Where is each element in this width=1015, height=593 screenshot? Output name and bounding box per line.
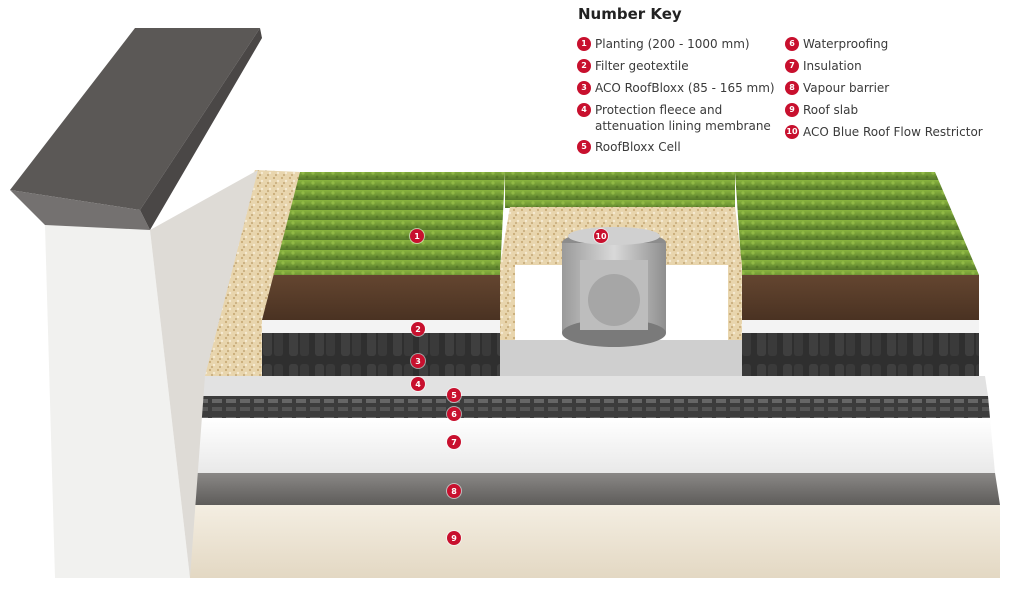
diagram-marker-3: 3	[411, 354, 425, 368]
gravel-chamber-right	[728, 265, 742, 345]
diagram-marker-5: 5	[447, 388, 461, 402]
number-badge: 5	[577, 140, 591, 154]
number-key-label: Protection fleece and attenuation lining…	[595, 103, 771, 133]
diagram-marker-6: 6	[447, 407, 461, 421]
number-key-item: 6 Waterproofing	[785, 36, 995, 52]
roof-slab-layer	[185, 505, 1000, 578]
number-key-item: 2 Filter geotextile	[577, 58, 787, 74]
diagram-marker-1: 1	[410, 229, 424, 243]
number-key-item: 1 Planting (200 - 1000 mm)	[577, 36, 787, 52]
gravel-strip-left	[205, 170, 300, 376]
number-badge: 9	[785, 103, 799, 117]
filter-geotextile-left	[262, 320, 500, 333]
number-key-label: Filter geotextile	[595, 59, 689, 73]
vapour-barrier-layer	[185, 473, 1000, 505]
number-key-label: ACO Blue Roof Flow Restrictor	[803, 125, 983, 139]
number-key-label: ACO RoofBloxx (85 - 165 mm)	[595, 81, 775, 95]
number-key-item: 9 Roof slab	[785, 102, 995, 118]
number-badge: 3	[577, 81, 591, 95]
number-key-label: Waterproofing	[803, 37, 889, 51]
planting-back	[505, 172, 735, 208]
diagram-marker-2: 2	[411, 322, 425, 336]
number-key-label: Insulation	[803, 59, 862, 73]
number-key-label: Vapour barrier	[803, 81, 890, 95]
number-key-item: 4 Protection fleece and attenuation linin…	[577, 102, 787, 134]
number-key-title: Number Key	[578, 5, 682, 23]
roofbloxx-left	[262, 333, 500, 376]
number-key-item: 10 ACO Blue Roof Flow Restrictor	[785, 124, 995, 140]
diagram-marker-10: 10	[594, 229, 608, 243]
number-key-item: 8 Vapour barrier	[785, 80, 995, 96]
number-key-label: Planting (200 - 1000 mm)	[595, 37, 750, 51]
number-key-item: 3 ACO RoofBloxx (85 - 165 mm)	[577, 80, 787, 96]
diagram-marker-7: 7	[447, 435, 461, 449]
parapet-wall-face	[45, 225, 190, 578]
insulation-layer	[185, 418, 995, 473]
flow-restrictor-illustration	[562, 227, 666, 347]
number-key-item: 5 RoofBloxx Cell	[577, 139, 787, 155]
roofbloxx-right	[742, 333, 979, 376]
diagram-marker-8: 8	[447, 484, 461, 498]
soil-left	[262, 265, 500, 320]
filter-geotextile-right	[742, 320, 979, 333]
parapet-cap-top	[10, 28, 260, 210]
number-badge: 10	[785, 125, 799, 139]
soil-right	[742, 265, 979, 320]
protection-fleece-layer	[198, 376, 988, 396]
planting-right	[735, 172, 979, 275]
number-badge: 7	[785, 59, 799, 73]
diagram-marker-4: 4	[411, 377, 425, 391]
parapet-cap-front	[140, 28, 262, 230]
number-key-label: Roof slab	[803, 103, 859, 117]
number-key-item: 7 Insulation	[785, 58, 995, 74]
parapet-cap-side	[10, 190, 150, 230]
planting-left	[262, 172, 505, 275]
number-badge: 1	[577, 37, 591, 51]
number-badge: 8	[785, 81, 799, 95]
waterproofing-layer	[195, 396, 990, 418]
diagram-marker-9: 9	[447, 531, 461, 545]
number-key-label: RoofBloxx Cell	[595, 140, 681, 154]
gravel-chamber-left	[500, 265, 515, 345]
parapet-inner-face	[150, 170, 258, 578]
number-badge: 2	[577, 59, 591, 73]
number-badge: 6	[785, 37, 799, 51]
number-badge: 4	[577, 103, 591, 117]
